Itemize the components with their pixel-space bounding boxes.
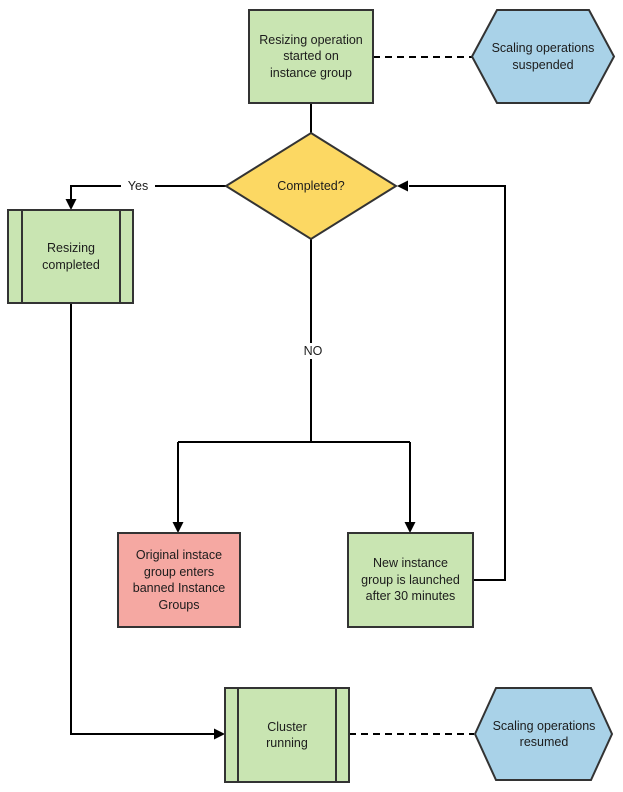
cluster-node-shape [224,687,350,783]
yes-edge-label: Yes [121,178,155,194]
resizing-completed-node-shape [7,209,134,304]
suspended-node-shape [470,9,616,104]
edge-yes-line [70,185,226,200]
new-group-node-label: New instance group is launched after 30 … [361,556,460,604]
no-edge-label: NO [297,343,329,359]
arrowhead-cluster-right-icon [214,728,225,740]
decision-node-shape [224,131,398,241]
resumed-node-label: Scaling operations resumed [492,718,596,750]
suspended-node-label: Scaling operations suspended [491,41,595,72]
decision-node-label: Completed? [277,178,345,193]
banned-node-shape [117,532,241,628]
arrowhead-yes-down-icon [65,199,77,210]
resizing-completed-node-label: Resizing completed [42,241,100,272]
cluster-node-label: Cluster running [266,719,308,751]
edge-completed-to-cluster [70,303,215,735]
banned-node-label: Original instace group enters banned Ins… [132,548,226,612]
arrowhead-banned-down-icon [172,522,184,533]
arrowhead-loop-left-icon [397,180,408,192]
start-node-label: Resizing operation started on instance g… [259,32,363,80]
new-group-node-shape [347,532,474,628]
start-node-shape [248,9,374,104]
edge-loop-back [409,185,506,581]
resumed-node-shape [473,687,614,781]
arrowhead-newgroup-down-icon [404,522,416,533]
